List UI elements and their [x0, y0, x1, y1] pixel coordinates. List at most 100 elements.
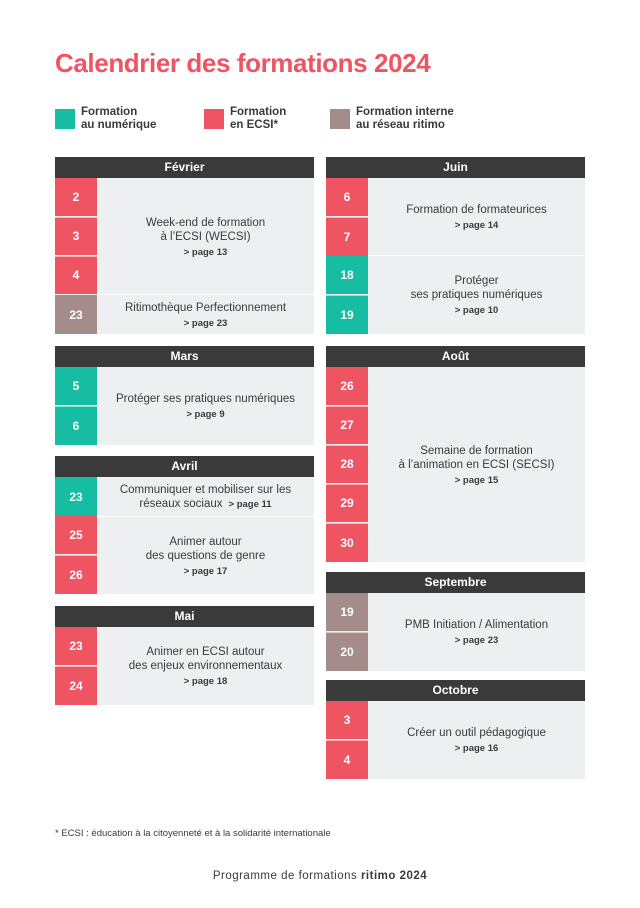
month-header: Octobre [326, 680, 585, 701]
day-cell: 5 [55, 367, 97, 405]
month-body: 6 7 18 19 Formation de formateurices > p… [326, 178, 585, 334]
legend-label-numerique: Formation au numérique [81, 106, 157, 131]
event-page-ref[interactable]: > page 10 [454, 305, 499, 316]
event-page-ref[interactable]: > page 13 [183, 246, 228, 258]
day-cell: 20 [326, 632, 368, 671]
event-title: Animer autour des questions de genre [145, 535, 266, 562]
event-title-line2: réseaux sociaux [139, 497, 223, 510]
legend-swatch-interne [330, 109, 350, 129]
footer: Programme de formations ritimo 2024 [0, 870, 640, 882]
footer-prefix: Programme de formations [212, 870, 361, 882]
event-title: Formation de formateurices [406, 204, 547, 216]
event-page-ref[interactable]: > page 11 [228, 498, 272, 510]
month-header: Septembre [326, 572, 585, 593]
day-cell: 28 [326, 445, 368, 483]
month-body: 5 6 Protéger ses pratiques numériques > … [55, 367, 314, 445]
month-septembre: Septembre 19 20 PMB Initiation / Aliment… [326, 572, 585, 671]
day-cell: 6 [326, 178, 368, 216]
month-body: 26 27 28 29 30 Semaine de formation à l’… [326, 367, 585, 562]
month-header: Août [326, 346, 585, 367]
event-wecsi[interactable]: Week-end de formation à l’ECSI (WECSI) >… [97, 178, 314, 295]
event-title: PMB Initiation / Alimentation [404, 619, 549, 631]
event-proteger-mars[interactable]: Protéger ses pratiques numériques > page… [97, 367, 314, 445]
divider [368, 255, 585, 256]
event-title: Protéger ses pratiques numériques [410, 275, 543, 301]
day-cell: 23 [55, 295, 97, 334]
day-cell: 26 [326, 367, 368, 405]
event-page-ref[interactable]: > page 9 [186, 409, 225, 420]
day-cell: 27 [326, 406, 368, 444]
event-formateurices[interactable]: Formation de formateurices > page 14 [368, 178, 585, 256]
month-octobre: Octobre 3 4 Créer un outil pédagogique >… [326, 680, 585, 779]
legend-item-numerique: Formation au numérique [55, 106, 156, 132]
event-proteger-juin[interactable]: Protéger ses pratiques numériques > page… [368, 256, 585, 334]
event-genre[interactable]: Animer autour des questions de genre > p… [97, 517, 314, 594]
day-cell: 23 [55, 477, 97, 516]
legend-label-ecsi: Formation en ECSI* [230, 106, 287, 131]
event-page-ref[interactable]: > page 16 [454, 743, 499, 754]
day-cell: 23 [55, 627, 97, 665]
day-cell: 2 [55, 178, 97, 216]
day-cell: 3 [326, 701, 368, 739]
legend-label-interne: Formation interne au réseau ritimo [356, 106, 454, 131]
event-page-ref[interactable]: > page 18 [183, 676, 228, 687]
legend-swatch-ecsi [204, 109, 224, 129]
divider [97, 294, 314, 295]
month-body: 23 25 26 Communiquer et mobiliser sur le… [55, 477, 314, 594]
event-title: Communiquer et mobiliser sur les [119, 483, 292, 496]
event-communiquer[interactable]: Communiquer et mobiliser sur les réseaux… [97, 477, 314, 516]
month-header: Avril [55, 456, 314, 477]
day-cell: 7 [326, 217, 368, 256]
month-body: 2 3 4 23 Week-end de formation à l’ECSI … [55, 178, 314, 334]
month-body: 23 24 Animer en ECSI autour des enjeux e… [55, 627, 314, 705]
event-title-row: réseaux sociaux > page 11 [139, 497, 271, 511]
day-cell: 26 [55, 555, 97, 594]
month-body: 3 4 Créer un outil pédagogique > page 16 [326, 701, 585, 779]
event-outil[interactable]: Créer un outil pédagogique > page 16 [368, 701, 585, 779]
event-page-ref[interactable]: > page 23 [454, 635, 499, 646]
event-page-ref[interactable]: > page 23 [183, 317, 228, 329]
day-cell: 6 [55, 406, 97, 445]
day-cell: 29 [326, 484, 368, 522]
divider [97, 516, 314, 517]
event-title: Protéger ses pratiques numériques [116, 393, 295, 405]
day-cell: 18 [326, 256, 368, 294]
day-cell: 25 [55, 516, 97, 554]
legend-item-ecsi: Formation en ECSI* [204, 106, 286, 132]
month-header: Février [55, 157, 314, 178]
event-pmb[interactable]: PMB Initiation / Alimentation > page 23 [368, 593, 585, 671]
legend-swatch-numerique [55, 109, 75, 129]
month-avril: Avril 23 25 26 Communiquer et mobiliser … [55, 456, 314, 594]
day-cell: 19 [326, 295, 368, 334]
event-page-ref[interactable]: > page 17 [183, 565, 228, 577]
page-title: Calendrier des formations 2024 [55, 48, 431, 78]
month-body: 19 20 PMB Initiation / Alimentation > pa… [326, 593, 585, 671]
event-title: Créer un outil pédagogique [407, 727, 546, 739]
day-cell: 4 [326, 740, 368, 779]
month-mars: Mars 5 6 Protéger ses pratiques numériqu… [55, 346, 314, 445]
month-fevrier: Février 2 3 4 23 Week-end de formation à… [55, 157, 314, 334]
footer-brand: ritimo 2024 [360, 870, 428, 882]
day-cell: 3 [55, 217, 97, 255]
day-cell: 4 [55, 256, 97, 294]
event-page-ref[interactable]: > page 15 [454, 474, 499, 486]
footnote: * ECSI : éducation à la citoyenneté et à… [55, 828, 331, 839]
month-mai: Mai 23 24 Animer en ECSI autour des enje… [55, 606, 314, 705]
legend-item-interne: Formation interne au réseau ritimo [330, 106, 454, 132]
day-cell: 30 [326, 523, 368, 562]
legend: Formation au numérique Formation en ECSI… [0, 106, 640, 136]
month-header: Juin [326, 157, 585, 178]
event-secsi[interactable]: Semaine de formation à l’animation en EC… [368, 367, 585, 562]
month-juin: Juin 6 7 18 19 Formation de formateurice… [326, 157, 585, 334]
event-title: Animer en ECSI autour des enjeux environ… [128, 646, 283, 672]
month-aout: Août 26 27 28 29 30 Semaine de formation… [326, 346, 585, 562]
month-header: Mai [55, 606, 314, 627]
day-cell: 24 [55, 666, 97, 705]
event-environnement[interactable]: Animer en ECSI autour des enjeux environ… [97, 627, 314, 705]
event-page-ref[interactable]: > page 14 [454, 220, 499, 231]
day-cell: 19 [326, 593, 368, 631]
event-title: Ritimothèque Perfectionnement [124, 301, 287, 314]
event-ritimotheque[interactable]: Ritimothèque Perfectionnement > page 23 [97, 295, 314, 334]
event-title: Week-end de formation à l’ECSI (WECSI) [145, 216, 266, 243]
event-title: Semaine de formation à l’animation en EC… [398, 444, 555, 471]
